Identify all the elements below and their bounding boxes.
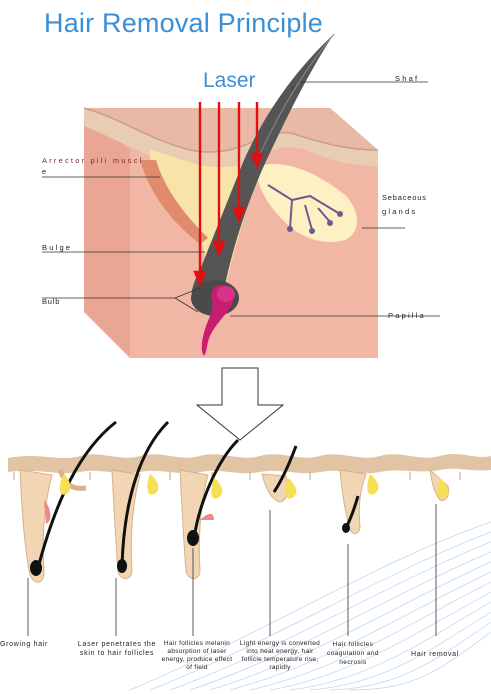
laser-arrow-3: [232, 206, 246, 224]
hair-shaft: [191, 34, 334, 308]
sebaceous-ducts: [267, 184, 341, 231]
stage-4-follicle: [261, 445, 298, 503]
callout-bulge: Bulge: [42, 243, 73, 252]
stage-label-6: Hair removal: [410, 651, 460, 658]
callout-arrector-line2: e: [42, 167, 49, 176]
dermal-papilla: [201, 285, 234, 356]
gland-node-2: [287, 226, 293, 232]
stage-label-3: Hair follicles melanin absorption of las…: [161, 640, 233, 671]
laser-arrow-1: [193, 270, 207, 288]
callout-arrector: Arrector pili muscl: [42, 156, 144, 165]
stage-label-4: Light energy is converted into heat ener…: [239, 640, 321, 671]
stage-3-follicle: [179, 438, 240, 579]
stage-label-1: Growing hair: [0, 641, 49, 648]
hair-highlight: [254, 33, 335, 166]
bulb-leader-2: [174, 287, 201, 299]
callout-bulb: Bulb: [42, 297, 61, 306]
stage-5-follicle: [339, 469, 379, 534]
callout-shaft-suffix: t: [292, 86, 296, 92]
laser-label: Laser: [203, 69, 256, 92]
bottom-skin-strip: [8, 454, 491, 474]
gland-node-3: [309, 228, 315, 234]
stage-label-5: Hair follicles coagulation and necrosis: [327, 641, 379, 666]
bulb-leader-3: [174, 297, 199, 313]
callout-sebaceous-line2: glands: [382, 207, 418, 216]
stage-2-follicle: [111, 420, 170, 579]
gland-node-4: [327, 220, 333, 226]
laser-arrow-2: [212, 240, 226, 258]
callout-shaft: Shaf: [395, 74, 420, 83]
arrector-pili-muscle: [140, 160, 208, 244]
stage-1-follicle: [19, 420, 117, 583]
stage-6-follicle: [429, 468, 449, 501]
laser-beams: [193, 102, 264, 288]
laser-arrow-4: [250, 152, 264, 170]
page-title: Hair Removal Principle: [44, 8, 323, 38]
callout-papilla: Papilla: [388, 311, 426, 320]
skin-block-left: [84, 108, 130, 358]
callout-sebaceous: Sebaceous: [382, 193, 427, 202]
stage-label-2: Laser penetrates the skin to hair follic…: [77, 641, 157, 657]
bottom-skin-ticks: [13, 472, 461, 480]
gland-node-1: [337, 211, 343, 217]
decorative-waves: [129, 521, 491, 691]
papilla-top: [217, 286, 235, 302]
down-arrow: [195, 367, 285, 441]
